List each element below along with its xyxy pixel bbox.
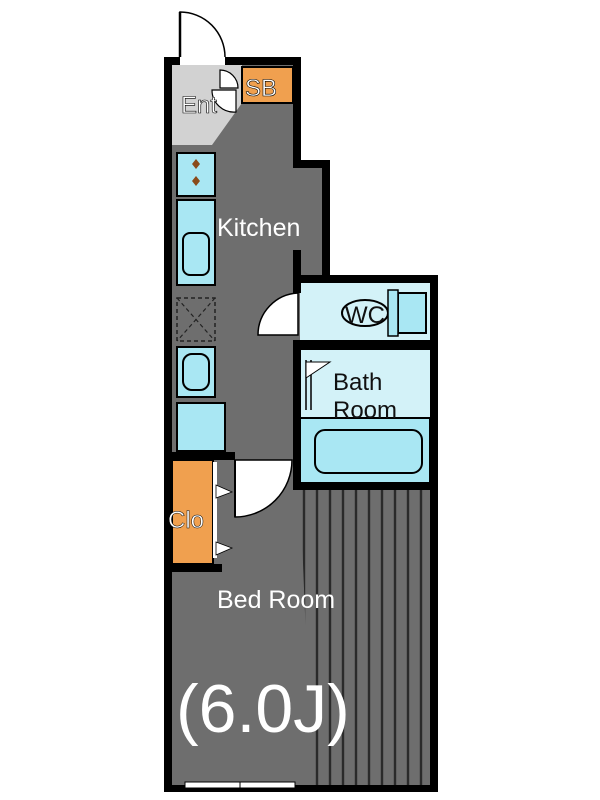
label-bath-line1: Bath — [333, 369, 382, 396]
washer-space — [176, 402, 226, 452]
label-bath-line2: Room — [333, 397, 397, 424]
entrance-small-door — [211, 69, 239, 113]
toilet-room — [300, 283, 430, 340]
label-kitchen: Kitchen — [217, 214, 300, 242]
label-closet: Clo — [168, 507, 204, 534]
walls — [164, 57, 438, 792]
front-door — [178, 11, 226, 58]
label-toilet: WC — [345, 302, 385, 329]
closet — [171, 459, 214, 565]
bath-room — [299, 350, 431, 484]
label-bedroom: Bed Room — [217, 586, 335, 614]
bedroom-window — [184, 781, 296, 789]
toilet-door — [257, 292, 299, 336]
label-bedroom-size: (6.0J) — [176, 671, 350, 747]
kitchen-sink — [176, 199, 216, 286]
label-entrance: Ent — [181, 92, 217, 119]
bedroom-door — [234, 459, 293, 518]
closet-doors — [213, 462, 234, 558]
label-shoe-box: SB — [245, 75, 277, 102]
floor-area — [172, 65, 430, 785]
stove — [176, 152, 216, 197]
washbasin — [176, 346, 216, 398]
fridge-space — [176, 297, 216, 342]
